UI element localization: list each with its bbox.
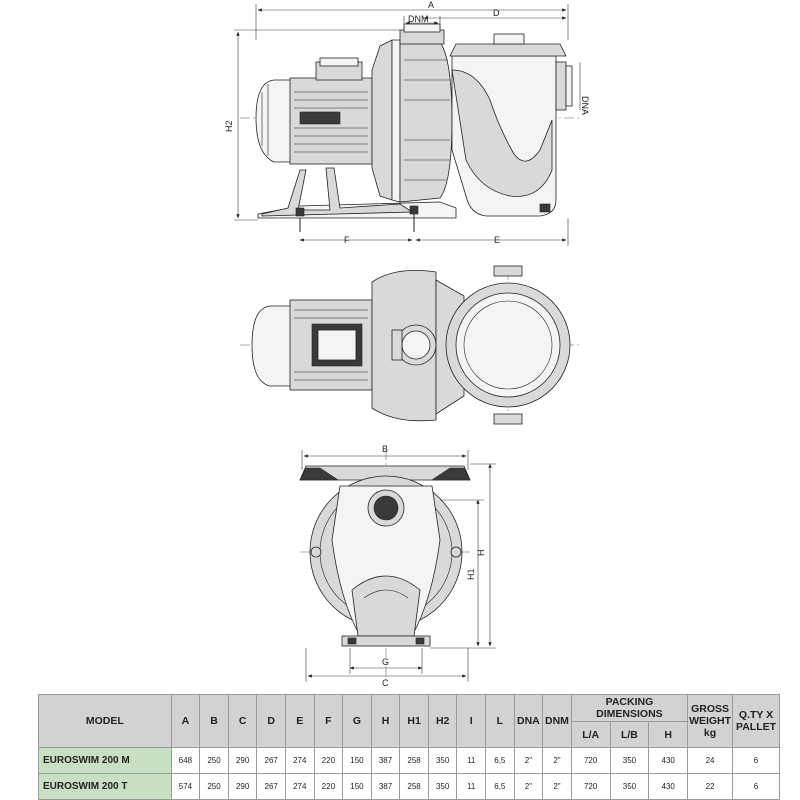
model-cell: EUROSWIM 200 T <box>38 773 172 800</box>
dim-label-d: D <box>493 8 500 18</box>
value-cell: 2" <box>513 747 544 774</box>
value-cell: 150 <box>342 747 372 774</box>
value-cell: 350 <box>427 747 458 774</box>
header-dnm: DNM <box>542 694 572 748</box>
value-cell: 2" <box>542 747 572 774</box>
side-view: A D DNM H2 DNA F E <box>224 0 590 246</box>
table-row: EUROSWIM 200 M 648 250 290 267 274 220 1… <box>38 747 780 774</box>
header-packing-la: L/A <box>570 721 611 748</box>
header-h: H <box>370 694 401 748</box>
header-f: F <box>313 694 344 748</box>
packing-cell: 720 <box>570 747 611 774</box>
header-b: B <box>199 694 229 748</box>
value-cell: 2" <box>542 773 572 800</box>
value-cell: 6,5 <box>485 747 515 774</box>
dim-label-b: B <box>382 444 388 454</box>
value-cell: 11 <box>456 747 487 774</box>
dim-label-h: H <box>476 550 486 557</box>
packing-cell: 430 <box>648 773 689 800</box>
dim-label-a: A <box>428 0 434 10</box>
header-packing-h: H <box>648 721 689 748</box>
dim-label-dnm: DNM <box>408 14 429 24</box>
dimensions-table: MODEL A B C D E F G H H1 H2 I L DNA DNM … <box>38 694 780 800</box>
header-h1: H1 <box>399 694 429 748</box>
value-cell: 258 <box>399 773 429 800</box>
value-cell: 6,5 <box>485 773 515 800</box>
qty-cell: 6 <box>732 773 780 800</box>
header-model: MODEL <box>38 694 172 748</box>
value-cell: 574 <box>170 773 201 800</box>
dim-label-h2: H2 <box>224 120 234 132</box>
value-cell: 290 <box>227 773 258 800</box>
packing-cell: 350 <box>609 747 650 774</box>
dim-label-dna: DNA <box>580 96 590 115</box>
value-cell: 11 <box>456 773 487 800</box>
technical-drawing: A D DNM H2 DNA F E <box>224 0 590 688</box>
table-row: EUROSWIM 200 T 574 250 290 267 274 220 1… <box>38 773 780 800</box>
value-cell: 387 <box>370 773 401 800</box>
header-packing-dimensions: PACKING DIMENSIONS <box>570 694 689 722</box>
value-cell: 267 <box>256 773 286 800</box>
dim-label-h1: H1 <box>466 568 476 580</box>
weight-cell: 24 <box>687 747 734 774</box>
header-qty-pallet: Q.TY X PALLET <box>732 694 780 748</box>
value-cell: 290 <box>227 747 258 774</box>
value-cell: 648 <box>170 747 201 774</box>
header-gross-weight: GROSS WEIGHT kg <box>687 694 734 748</box>
value-cell: 220 <box>313 747 344 774</box>
dim-label-g: G <box>382 657 389 667</box>
header-e: E <box>284 694 315 748</box>
value-cell: 250 <box>199 747 229 774</box>
dim-label-e: E <box>494 235 500 245</box>
header-g: G <box>342 694 372 748</box>
value-cell: 2" <box>513 773 544 800</box>
value-cell: 387 <box>370 747 401 774</box>
packing-cell: 430 <box>648 747 689 774</box>
header-d: D <box>256 694 286 748</box>
header-c: C <box>227 694 258 748</box>
value-cell: 267 <box>256 747 286 774</box>
header-dna: DNA <box>513 694 544 748</box>
value-cell: 150 <box>342 773 372 800</box>
model-cell: EUROSWIM 200 M <box>38 747 172 774</box>
qty-cell: 6 <box>732 747 780 774</box>
value-cell: 274 <box>284 773 315 800</box>
dim-label-f: F <box>344 235 350 245</box>
value-cell: 274 <box>284 747 315 774</box>
header-packing-lb: L/B <box>609 721 650 748</box>
dim-label-c: C <box>382 678 389 688</box>
header-h2: H2 <box>427 694 458 748</box>
value-cell: 350 <box>427 773 458 800</box>
packing-cell: 350 <box>609 773 650 800</box>
value-cell: 258 <box>399 747 429 774</box>
value-cell: 250 <box>199 773 229 800</box>
front-view: B H H1 G C <box>299 444 496 688</box>
header-a: A <box>170 694 201 748</box>
top-view <box>240 265 580 425</box>
header-i: I <box>456 694 487 748</box>
value-cell: 220 <box>313 773 344 800</box>
packing-cell: 720 <box>570 773 611 800</box>
header-l: L <box>485 694 515 748</box>
weight-cell: 22 <box>687 773 734 800</box>
